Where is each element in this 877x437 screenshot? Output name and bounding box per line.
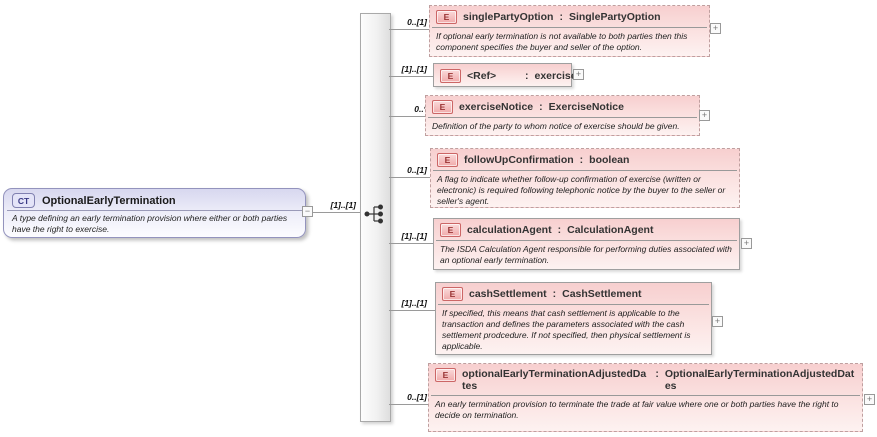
- element-icon: E: [435, 368, 456, 382]
- element-icon: E: [436, 10, 457, 24]
- separator: :: [557, 224, 562, 236]
- complextype-title: OptionalEarlyTermination: [42, 194, 176, 207]
- element-exercisenotice[interactable]: E exerciseNotice : ExerciseNotice Defini…: [425, 95, 700, 136]
- connector-line: [389, 116, 425, 117]
- element-doc: The ISDA Calculation Agent responsible f…: [440, 244, 732, 265]
- element-type: boolean: [589, 154, 630, 166]
- element-cashsettlement[interactable]: E cashSettlement : CashSettlement If spe…: [435, 282, 712, 355]
- connector-line: [389, 177, 430, 178]
- element-optionalearlyterminationadjusteddates[interactable]: E optionalEarlyTerminationAdjustedDates …: [428, 363, 863, 432]
- element-doc: An early termination provision to termin…: [435, 399, 839, 420]
- divider: [7, 210, 302, 211]
- element-icon: E: [437, 153, 458, 167]
- expand-button[interactable]: +: [710, 23, 721, 34]
- cardinality-label: [1]..[1]: [401, 231, 428, 241]
- divider: [432, 27, 707, 28]
- element-type: ExerciseNotice: [548, 101, 624, 113]
- element-followupconfirmation[interactable]: E followUpConfirmation : boolean A flag …: [430, 148, 740, 208]
- element-name: calculationAgent: [467, 224, 552, 236]
- element-exercise-ref[interactable]: E <Ref> : exercise: [433, 63, 577, 87]
- sequence-bar: [360, 13, 391, 422]
- element-type: exercise: [534, 70, 577, 82]
- separator: :: [539, 101, 543, 113]
- cardinality-label: 0..[1]: [407, 17, 427, 27]
- element-name: followUpConfirmation: [464, 154, 574, 166]
- separator: :: [552, 288, 557, 300]
- element-icon: E: [432, 100, 453, 114]
- element-doc: Definition of the party to whom notice o…: [432, 121, 680, 131]
- complextype-icon: CT: [12, 193, 35, 208]
- element-name: singlePartyOption: [463, 11, 554, 23]
- divider: [428, 117, 697, 118]
- cardinality-label: 0..*: [414, 104, 427, 114]
- expand-button[interactable]: +: [864, 394, 875, 405]
- cardinality-label: [1]..[1]: [401, 298, 428, 308]
- element-type: CashSettlement: [562, 288, 642, 300]
- connector-line: [389, 404, 428, 405]
- separator: :: [579, 154, 584, 166]
- element-name: optionalEarlyTerminationAdjustedDates: [462, 368, 647, 392]
- element-name: cashSettlement: [469, 288, 547, 300]
- cardinality-label: 0..[1]: [407, 392, 427, 402]
- sequence-icon[interactable]: [362, 202, 388, 226]
- expand-button[interactable]: +: [573, 69, 584, 80]
- connector-line: [389, 76, 433, 77]
- divider: [433, 170, 737, 171]
- element-doc: If specified, this means that cash settl…: [442, 308, 691, 351]
- expand-button[interactable]: +: [741, 238, 752, 249]
- element-calculationagent[interactable]: E calculationAgent : CalculationAgent Th…: [433, 218, 740, 270]
- element-name: <Ref>: [467, 70, 497, 82]
- cardinality-label: [1]..[1]: [401, 64, 428, 74]
- element-type: OptionalEarlyTerminationAdjustedDates: [664, 368, 855, 392]
- element-type: SinglePartyOption: [568, 11, 661, 23]
- connector-line: [389, 310, 435, 311]
- element-singlepartyoption[interactable]: E singlePartyOption : SinglePartyOption …: [429, 5, 710, 57]
- separator: :: [559, 11, 563, 23]
- complextype-optionalearlytermination[interactable]: CT OptionalEarlyTermination A type defin…: [3, 188, 306, 238]
- element-icon: E: [440, 69, 461, 83]
- divider: [436, 240, 737, 241]
- element-doc: If optional early termination is not ava…: [436, 31, 688, 52]
- element-icon: E: [440, 223, 461, 237]
- expand-button[interactable]: +: [699, 110, 710, 121]
- cardinality-label: 0..[1]: [407, 165, 427, 175]
- separator: :: [655, 368, 659, 380]
- connector-line: [389, 243, 433, 244]
- divider: [438, 304, 709, 305]
- complextype-title-row: CT OptionalEarlyTermination: [4, 189, 305, 210]
- expand-button[interactable]: +: [712, 316, 723, 327]
- element-name: exerciseNotice: [459, 101, 534, 113]
- element-type: CalculationAgent: [567, 224, 654, 236]
- complextype-doc: A type defining an early termination pro…: [12, 213, 288, 234]
- separator: :: [525, 70, 529, 82]
- divider: [431, 395, 860, 396]
- cardinality-label: [1]..[1]: [330, 200, 357, 210]
- connector-line: [389, 29, 429, 30]
- element-icon: E: [442, 287, 463, 301]
- collapse-button[interactable]: −: [302, 206, 313, 217]
- connector-line: [313, 212, 360, 213]
- element-doc: A flag to indicate whether follow-up con…: [437, 174, 726, 206]
